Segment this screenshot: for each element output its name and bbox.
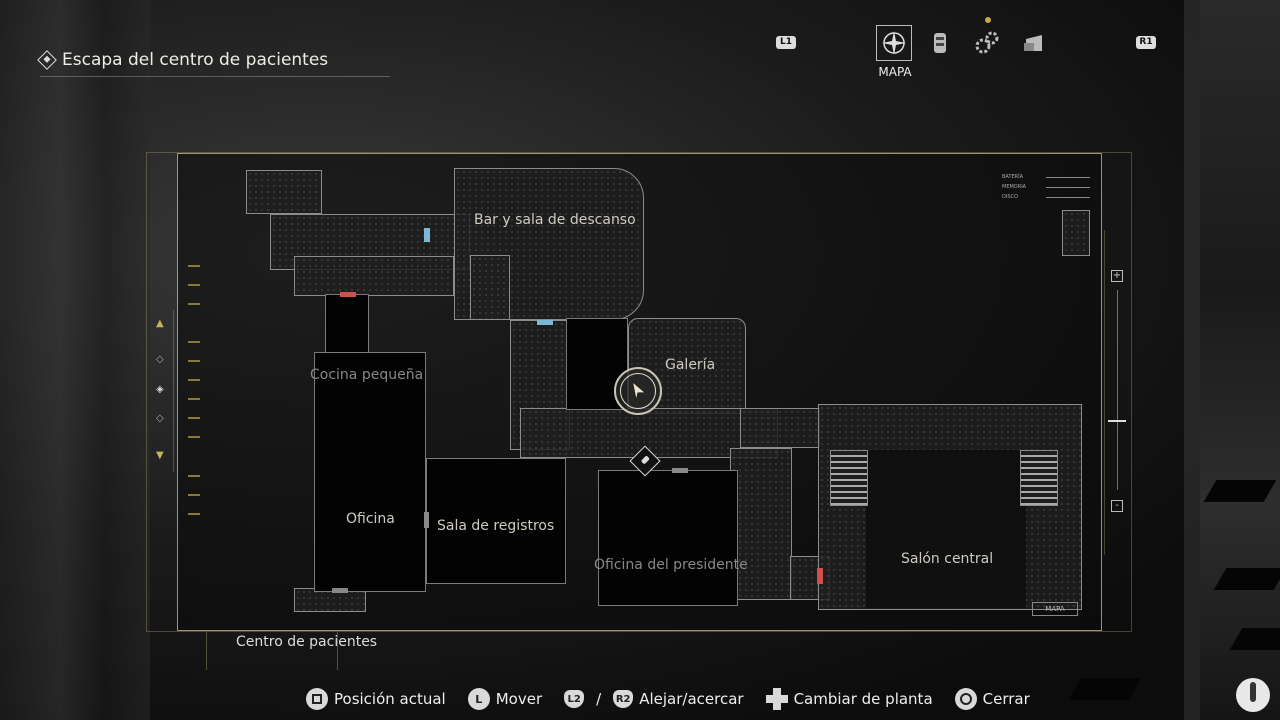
zoom-slider-handle[interactable] — [1108, 420, 1126, 422]
objective: Escapa del centro de pacientes — [37, 50, 329, 70]
tab-items[interactable] — [969, 25, 1005, 61]
player-arrow-icon — [631, 380, 647, 401]
objective-underline — [40, 76, 390, 77]
l2-button-icon: L2 — [564, 690, 585, 708]
room-presidente — [598, 470, 738, 606]
room-label-bar: Bar y sala de descanso — [474, 212, 636, 228]
door-neutral — [332, 588, 348, 593]
room-corridor-east — [740, 408, 820, 448]
floor-marker-icon[interactable]: ◇ — [156, 413, 164, 424]
hint-position: Posición actual — [334, 690, 446, 708]
zoom-out-button[interactable]: - — [1111, 500, 1123, 512]
chair-icon — [1024, 35, 1042, 51]
door-unlocked — [424, 228, 430, 242]
area-name: Centro de pacientes — [236, 634, 378, 650]
hint-move: Mover — [495, 690, 543, 708]
current-floor-icon[interactable]: ◈ — [156, 384, 164, 395]
status-memory: MEMORIA — [1002, 182, 1090, 192]
map-corner-tag: MAPA — [1032, 602, 1078, 616]
circle-button-icon — [954, 688, 977, 710]
zoom-in-button[interactable]: + — [1111, 270, 1123, 282]
floor-tile — [1213, 568, 1280, 590]
floor-down-icon[interactable]: ▼ — [156, 450, 164, 461]
l1-button[interactable]: L1 — [776, 36, 796, 49]
compass-icon — [882, 31, 906, 55]
tab-inventory[interactable] — [1016, 25, 1052, 61]
game-logo-icon — [1236, 678, 1270, 712]
floor-up-icon[interactable]: ▲ — [156, 318, 164, 329]
stairs-right — [1020, 450, 1058, 506]
dpad-icon — [765, 688, 788, 710]
left-stick-icon: L — [467, 688, 490, 710]
floor-tile — [1068, 678, 1142, 700]
room-corridor-west — [294, 256, 454, 296]
status-readout: BATERÍA MEMORIA DISCO — [1002, 172, 1090, 202]
door-unlocked — [537, 320, 553, 325]
room-label-presidente: Oficina del presidente — [594, 557, 748, 573]
room-cocina-oficina — [314, 352, 426, 592]
r1-button[interactable]: R1 — [1136, 36, 1156, 49]
door-neutral — [672, 468, 688, 473]
objective-diamond-icon — [37, 50, 57, 70]
room-cocina-north — [325, 294, 369, 354]
hint-slash: / — [596, 690, 602, 708]
hint-close: Cerrar — [982, 690, 1030, 708]
floor-tile — [1203, 480, 1277, 502]
area-name-frame — [206, 632, 338, 670]
door-locked — [817, 568, 823, 584]
room-label-cocina: Cocina pequeña — [310, 367, 424, 383]
zoom-slider-track — [1117, 290, 1118, 490]
zoom-rail — [1104, 230, 1132, 555]
room-label-oficina: Oficina — [346, 511, 395, 527]
door-neutral — [424, 512, 429, 528]
gears-icon — [975, 31, 999, 54]
floor-selector: ▲ ◇ ◈ ◇ ▼ — [146, 310, 174, 472]
hint-zoom: Alejar/acercar — [639, 690, 744, 708]
door-locked — [340, 292, 356, 297]
square-button-icon — [306, 688, 328, 710]
door-frame — [1184, 0, 1200, 720]
objective-text: Escapa del centro de pacientes — [62, 50, 329, 70]
files-icon — [934, 33, 946, 53]
room-south-stub — [294, 588, 366, 612]
hint-floor: Cambiar de planta — [793, 690, 933, 708]
tab-map[interactable] — [876, 25, 912, 61]
floor-marker-icon[interactable]: ◇ — [156, 354, 164, 365]
room-label-registros: Sala de registros — [437, 518, 555, 534]
tab-map-label: MAPA — [878, 65, 912, 79]
notification-dot — [985, 17, 991, 23]
control-hints: Posición actual L Mover L2 / R2 Alejar/a… — [306, 688, 1030, 710]
status-battery: BATERÍA — [1002, 172, 1090, 182]
hallway-view — [1200, 0, 1280, 720]
stairs-left — [830, 450, 868, 506]
room-top-left — [246, 170, 322, 214]
room-corridor-south — [730, 448, 792, 600]
r2-button-icon: R2 — [613, 690, 634, 708]
room-salon-center — [866, 450, 1026, 608]
tab-files[interactable] — [922, 25, 958, 61]
player-position-marker — [614, 367, 662, 415]
status-disk: DISCO — [1002, 192, 1090, 202]
curtain — [0, 0, 150, 720]
room-northeast — [1062, 210, 1090, 256]
room-galeria — [628, 318, 746, 414]
room-label-salon: Salón central — [901, 551, 994, 567]
room-bar-annex — [470, 255, 510, 320]
room-label-galeria: Galería — [665, 357, 716, 373]
map-outer-frame — [146, 152, 1132, 632]
